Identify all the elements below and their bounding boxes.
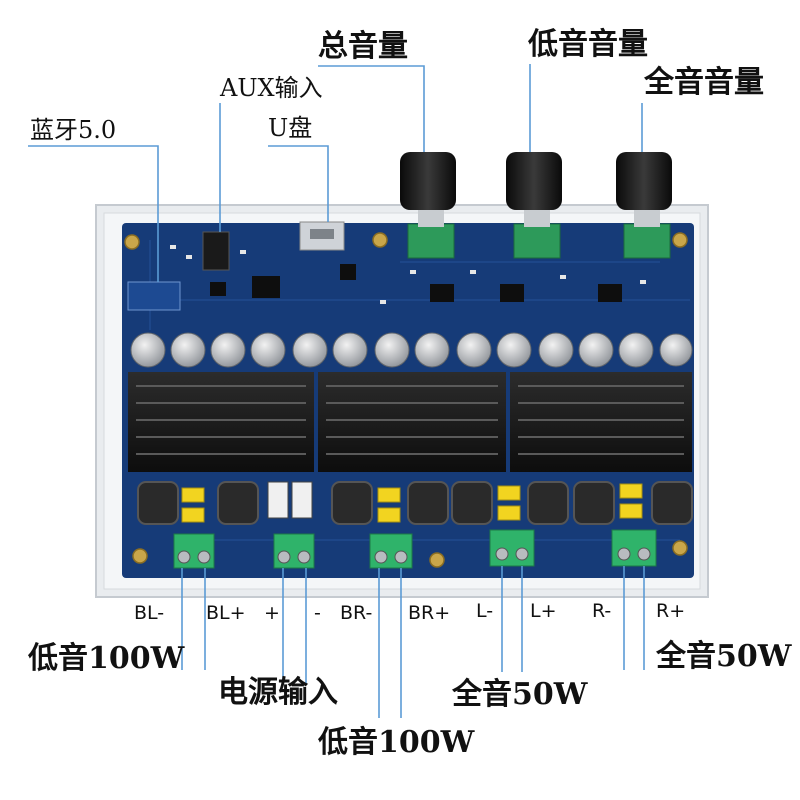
ic-chips — [210, 264, 622, 302]
label-aux-input: AUX输入 — [220, 74, 323, 102]
volume-knob-bass — [506, 152, 562, 259]
aux-jack — [202, 231, 230, 271]
label-usb-disk: U盘 — [268, 114, 313, 142]
leader-lines — [28, 64, 645, 718]
terminal-label-minus: - — [314, 602, 321, 624]
label-bluetooth: 蓝牙5.0 — [30, 116, 117, 144]
diodes — [267, 481, 313, 519]
terminal-label-br-minus: BR- — [340, 602, 373, 624]
label-power-input: 电源输入 — [218, 675, 338, 710]
terminal-block-br — [369, 533, 413, 569]
terminal-block-l — [489, 529, 535, 567]
heatsink-left — [128, 372, 314, 472]
film-capacitors — [181, 483, 643, 523]
terminal-label-br-plus: BR+ — [408, 602, 451, 624]
bluetooth-module — [127, 281, 181, 311]
label-bass-right: 低音100W — [318, 725, 475, 760]
label-full-volume: 全音音量 — [644, 65, 764, 100]
volume-knob-full — [616, 152, 672, 259]
terminal-label-bl-minus: BL- — [134, 602, 165, 624]
terminal-block-power — [273, 533, 315, 569]
label-full-right: 全音50W — [656, 639, 792, 674]
mounting-screws — [124, 232, 688, 568]
inductors — [137, 481, 693, 525]
smd-components — [170, 245, 646, 304]
volume-knob-total — [400, 152, 456, 259]
label-bass-left: 低音100W — [28, 641, 185, 676]
capacitor-row — [130, 332, 693, 368]
terminal-block-r — [611, 529, 657, 567]
terminal-label-l-minus: L- — [476, 600, 494, 622]
label-full-left: 全音50W — [452, 677, 588, 712]
terminal-label-r-minus: R- — [592, 600, 612, 622]
terminal-label-bl-plus: BL+ — [206, 602, 246, 624]
label-bass-volume: 低音音量 — [528, 27, 648, 62]
heatsink-center — [318, 372, 506, 472]
label-total-volume: 总音量 — [318, 29, 408, 64]
terminal-label-plus: + — [264, 602, 280, 624]
heatsink-right — [510, 372, 692, 472]
terminal-label-l-plus: L+ — [530, 600, 557, 622]
terminal-block-bl — [173, 533, 215, 569]
terminal-label-r-plus: R+ — [656, 600, 686, 622]
